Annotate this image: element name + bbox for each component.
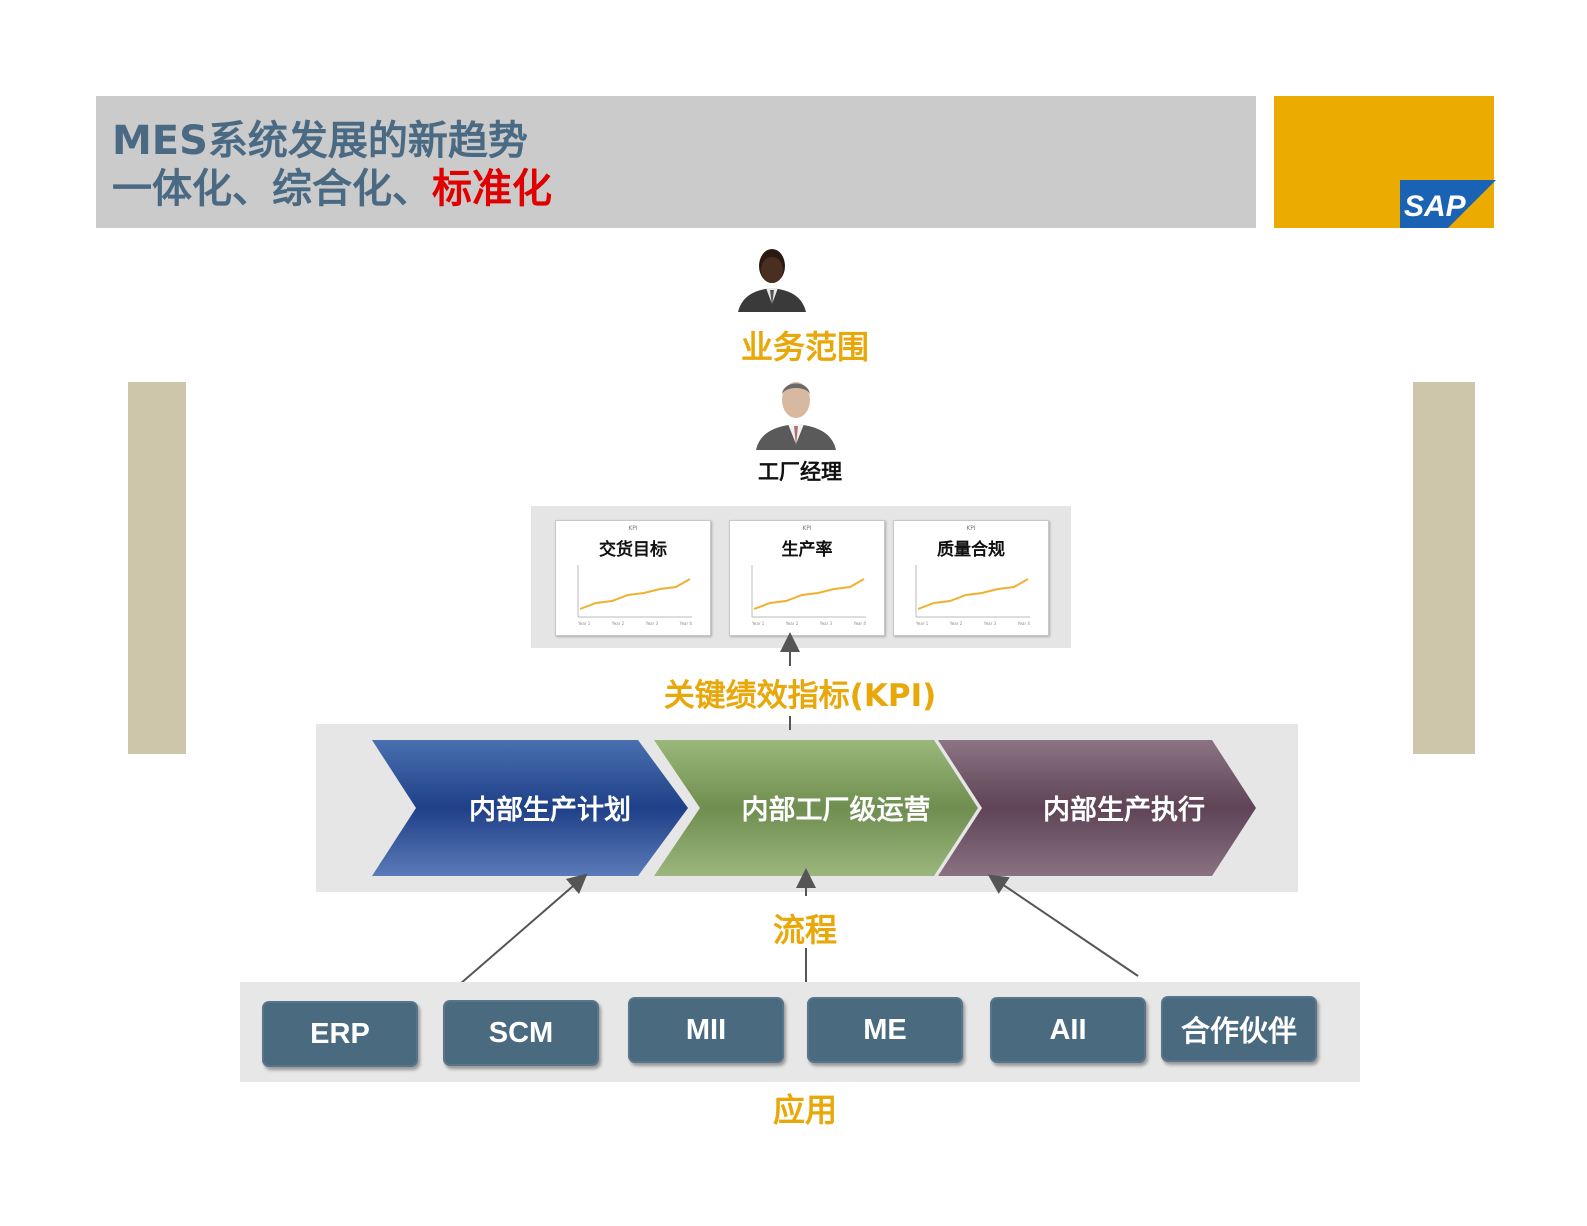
chevron-execution: [938, 740, 1256, 876]
applications-label: 应用: [772, 1091, 837, 1129]
kpi-trend-chart: [577, 565, 692, 618]
axis-tick: Year 2: [949, 621, 963, 626]
process-step-planning: 内部生产计划: [469, 795, 631, 826]
kpi-axis-ticks: Year 1 Year 2 Year 3 Year 4: [916, 621, 1030, 626]
right-side-bar: [1413, 382, 1475, 754]
axis-tick: Year 3: [983, 621, 997, 626]
axis-tick: Year 4: [679, 621, 692, 626]
kpi-card-quality: KPI 质量合规 Year 1 Year 2 Year 3 Year 4: [893, 520, 1049, 636]
axis-tick: Year 1: [752, 621, 765, 626]
left-side-bar: [128, 382, 186, 754]
app-aii-button[interactable]: AII: [990, 997, 1146, 1063]
kpi-trend-chart: [915, 565, 1030, 618]
process-label: 流程: [772, 911, 837, 949]
scope-label: 业务范围: [740, 328, 869, 366]
kpi-title: 质量合规: [937, 540, 1005, 560]
sap-logo-text: SAP: [1404, 190, 1467, 223]
app-partner-button[interactable]: 合作伙伴: [1161, 996, 1317, 1062]
app-mii-button[interactable]: MII: [628, 997, 784, 1063]
subtitle-highlight: 标准化: [432, 166, 552, 212]
app-scm-button[interactable]: SCM: [443, 1000, 599, 1066]
manager-label: 工厂经理: [758, 460, 842, 484]
axis-tick: Year 3: [645, 621, 659, 626]
subtitle-prefix: 一体化、综合化、: [112, 166, 432, 212]
manager-photo-icon: [756, 382, 836, 450]
axis-tick: Year 2: [611, 621, 625, 626]
kpi-title: 生产率: [781, 540, 833, 560]
kpi-axis-ticks: Year 1 Year 2 Year 3 Year 4: [752, 621, 866, 626]
axis-tick: Year 2: [785, 621, 799, 626]
kpi-tag: KPI: [966, 525, 976, 532]
sap-logo: SAP: [1400, 180, 1496, 228]
arrow-apps-to-planning: [459, 873, 588, 985]
process-step-execution: 内部生产执行: [1043, 795, 1205, 826]
page-subtitle: 一体化、综合化、标准化: [112, 156, 552, 214]
axis-tick: Year 3: [819, 621, 833, 626]
kpi-title: 交货目标: [599, 540, 667, 560]
axis-tick: Year 4: [853, 621, 866, 626]
kpi-card-productivity: KPI 生产率 Year 1 Year 2 Year 3 Year 4: [729, 520, 885, 636]
arrow-apps-to-execution: [987, 874, 1139, 977]
process-chevrons: [372, 740, 1256, 876]
kpi-axis-ticks: Year 1 Year 2 Year 3 Year 4: [578, 621, 692, 626]
page-title: MES系统发展的新趋势: [112, 118, 528, 164]
chevron-planning: [372, 740, 688, 876]
title-bar: [96, 96, 1256, 228]
axis-tick: Year 1: [578, 621, 591, 626]
axis-tick: Year 1: [916, 621, 929, 626]
axis-tick: Year 4: [1017, 621, 1030, 626]
app-erp-button[interactable]: ERP: [262, 1001, 418, 1067]
process-step-operations: 内部工厂级运营: [741, 795, 931, 826]
kpi-label: 关键绩效指标(KPI): [663, 678, 937, 714]
kpi-tag: KPI: [802, 525, 812, 532]
chevron-operations: [654, 740, 978, 876]
kpi-tag: KPI: [628, 525, 638, 532]
app-me-button[interactable]: ME: [807, 997, 963, 1063]
kpi-card-delivery: KPI 交货目标 Year 1 Year 2 Year 3 Year 4: [555, 520, 711, 636]
executive-photo-icon: [738, 249, 806, 312]
kpi-trend-chart: [751, 565, 866, 618]
